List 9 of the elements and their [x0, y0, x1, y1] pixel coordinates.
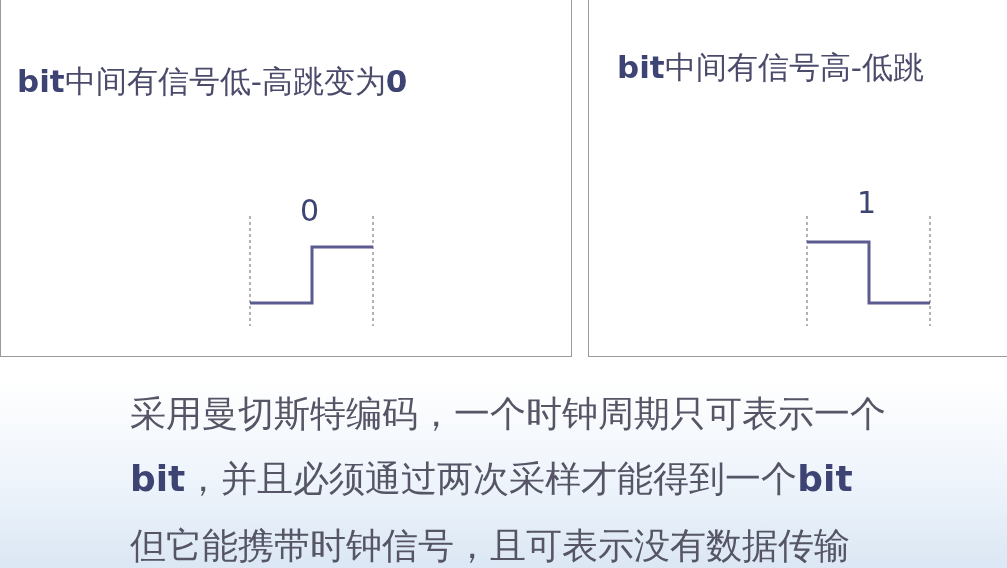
bit-value-label: 0: [300, 193, 320, 228]
note-text: bit，并且必须通过两次采样才能得到一个bit: [130, 457, 853, 501]
panel: [0, 0, 572, 357]
note-text: 但它能携带时钟信号，且可表示没有数据传输: [130, 524, 850, 568]
panel: [588, 0, 1007, 357]
panel-title: bit中间有信号高-低跳: [617, 48, 924, 87]
note-text: 采用曼切斯特编码，一个时钟周期只可表示一个: [130, 392, 886, 436]
panel-title: bit中间有信号低-高跳变为0: [17, 62, 408, 101]
bit-value-label: 1: [857, 185, 877, 220]
